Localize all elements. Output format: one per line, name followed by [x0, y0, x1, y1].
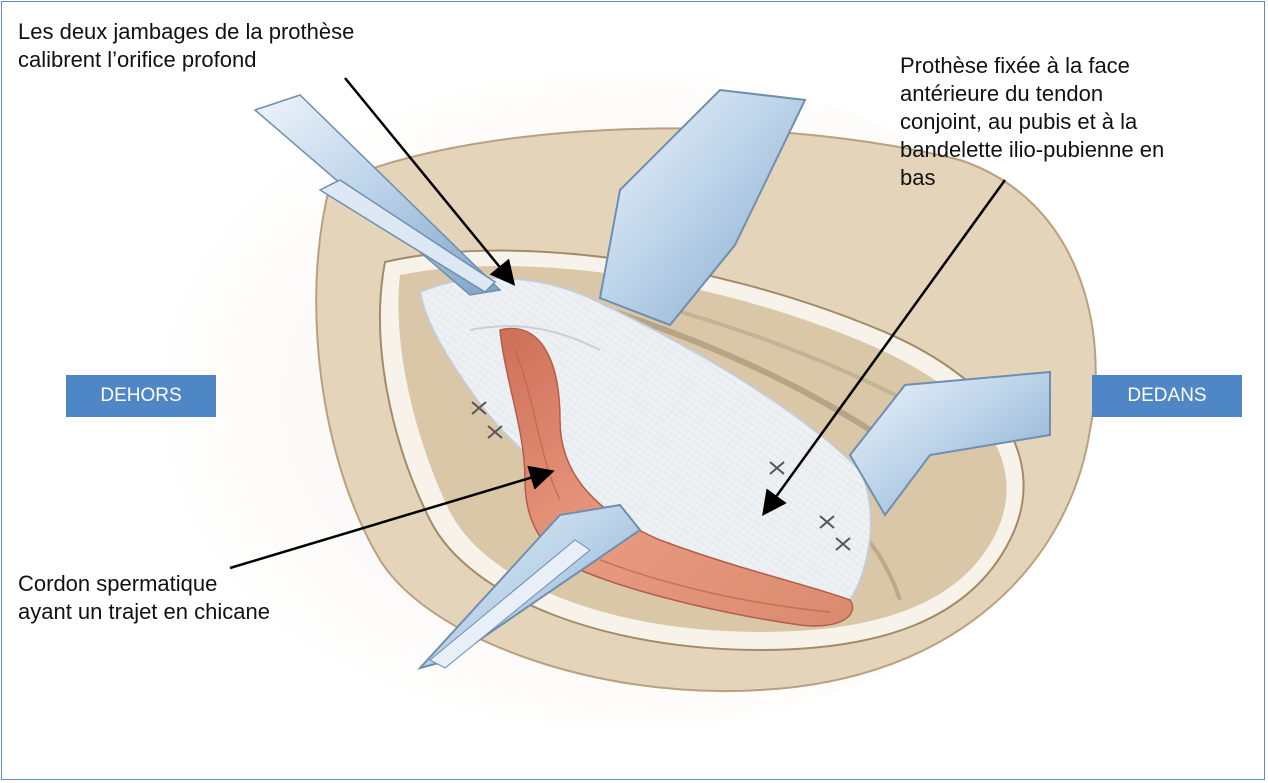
label-line: bandelette ilio-pubienne en [900, 136, 1164, 164]
label-spermatic-cord: Cordon spermatique ayant un trajet en ch… [18, 570, 270, 626]
label-line: antérieure du tendon [900, 80, 1164, 108]
label-line: Les deux jambages de la prothèse [18, 18, 354, 46]
side-tag-dehors: DEHORS [66, 375, 216, 417]
label-line: Prothèse fixée à la face [900, 52, 1164, 80]
label-mesh-fixation: Prothèse fixée à la face antérieure du t… [900, 52, 1164, 192]
label-line: bas [900, 164, 1164, 192]
side-tag-dedans: DEDANS [1092, 375, 1242, 417]
label-line: calibrent l’orifice profond [18, 46, 354, 74]
label-mesh-legs: Les deux jambages de la prothèse calibre… [18, 18, 354, 74]
label-line: ayant un trajet en chicane [18, 598, 270, 626]
label-line: Cordon spermatique [18, 570, 270, 598]
label-line: conjoint, au pubis et à la [900, 108, 1164, 136]
